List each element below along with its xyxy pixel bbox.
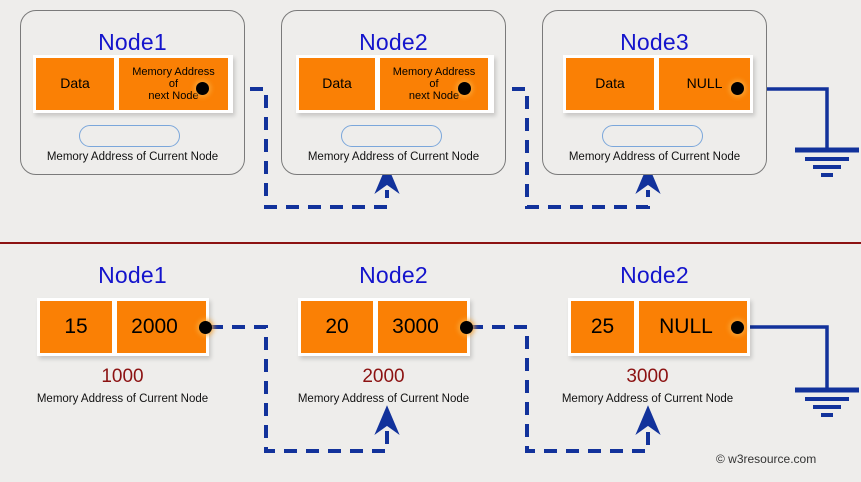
node-title-3: Node3 xyxy=(620,29,689,55)
data-cell-2: Data xyxy=(299,58,375,110)
concrete-node-title-3: Node2 xyxy=(620,262,689,288)
watermark: © w3resource.com xyxy=(716,452,817,466)
concrete-next-cell-2: 3000 xyxy=(378,301,467,353)
concrete-node-cells-3: 25 NULL xyxy=(568,298,750,356)
next-cell-line-3: next Node xyxy=(408,90,460,103)
concrete-address-1: 1000 xyxy=(101,366,144,387)
data-cell-1: Data xyxy=(36,58,114,110)
node-title-1: Node1 xyxy=(98,29,167,55)
concrete-address-2: 2000 xyxy=(362,366,405,387)
node-cells-3: Data NULL xyxy=(563,55,753,113)
data-cell-3: Data xyxy=(566,58,654,110)
pointer-dot-2 xyxy=(458,82,471,95)
current-address-capsule-3 xyxy=(602,125,703,147)
ground-symbol-top xyxy=(795,147,859,177)
concrete-data-cell-2: 20 xyxy=(301,301,373,353)
concrete-node-cells-1: 15 2000 xyxy=(37,298,209,356)
concrete-address-caption-1: Memory Address of Current Node xyxy=(36,393,209,405)
node-cells-2: Data Memory Address of next Node xyxy=(296,55,494,113)
next-pointer-cell-2: Memory Address of next Node xyxy=(380,58,488,110)
concrete-pointer-dot-3 xyxy=(731,321,744,334)
next-cell-line-2: of xyxy=(429,77,439,90)
node-title-2: Node2 xyxy=(359,29,428,55)
concrete-address-3: 3000 xyxy=(626,366,669,387)
concrete-next-cell-1: 2000 xyxy=(117,301,206,353)
concrete-node-title-1: Node1 xyxy=(98,262,167,288)
null-line-bottom xyxy=(742,325,829,388)
concrete-null-cell-3: NULL xyxy=(639,301,747,353)
ground-symbol-bottom xyxy=(795,387,859,417)
concrete-pointer-dot-2 xyxy=(460,321,473,334)
current-address-capsule-1 xyxy=(79,125,180,147)
next-cell-line-1: Memory Address xyxy=(392,65,476,78)
next-pointer-cell-1: Memory Address of next Node xyxy=(119,58,228,110)
pointer-dot-1 xyxy=(196,82,209,95)
next-cell-line-3: next Node xyxy=(148,90,199,103)
next-cell-line-1: Memory Address xyxy=(132,65,215,78)
pointer-dot-3 xyxy=(731,82,744,95)
next-cell-line-2: of xyxy=(168,77,179,90)
concrete-pointer-dot-1 xyxy=(199,321,212,334)
concrete-data-cell-1: 15 xyxy=(40,301,112,353)
current-address-capsule-2 xyxy=(341,125,442,147)
concrete-data-cell-3: 25 xyxy=(571,301,634,353)
current-address-caption-2: Memory Address of Current Node xyxy=(307,151,480,163)
concrete-node-title-2: Node2 xyxy=(359,262,428,288)
arrowhead-bottom-node3 xyxy=(635,405,661,436)
current-address-caption-3: Memory Address of Current Node xyxy=(568,151,741,163)
concrete-address-caption-2: Memory Address of Current Node xyxy=(297,393,470,405)
section-divider xyxy=(0,242,861,244)
concrete-address-caption-3: Memory Address of Current Node xyxy=(561,393,734,405)
current-address-caption-1: Memory Address of Current Node xyxy=(46,151,219,163)
arrowhead-bottom-node2 xyxy=(374,405,400,436)
concrete-node-cells-2: 20 3000 xyxy=(298,298,470,356)
